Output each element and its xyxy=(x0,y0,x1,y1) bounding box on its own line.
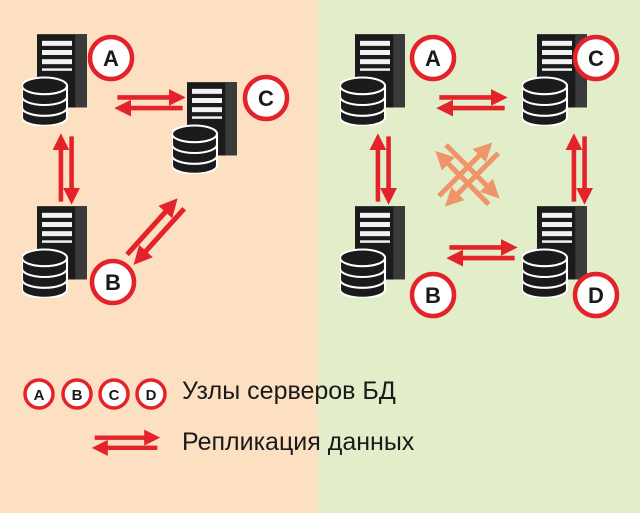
server-node-right-c: C xyxy=(522,34,620,126)
server-node-left-c: C xyxy=(172,74,290,174)
svg-text:D: D xyxy=(146,387,157,404)
node-label-left-a: A xyxy=(103,46,119,71)
legend-badges: A B C D xyxy=(23,378,167,410)
legend-badge-c: C xyxy=(98,378,130,410)
node-label-left-b: B xyxy=(105,270,121,295)
legend-badge-b: B xyxy=(61,378,93,410)
node-label-right-d: D xyxy=(588,283,604,308)
svg-text:C: C xyxy=(109,387,120,404)
server-node-right-d: D xyxy=(522,206,620,319)
legend-badge-d: D xyxy=(135,378,167,410)
svg-text:A: A xyxy=(34,387,45,404)
legend-replication-label: Репликация данных xyxy=(182,428,415,456)
legend-nodes-label: Узлы серверов БД xyxy=(182,377,396,405)
server-node-left-b: B xyxy=(22,206,137,306)
node-label-right-b: B xyxy=(425,283,441,308)
server-node-left-a: A xyxy=(22,34,135,126)
node-label-left-c: C xyxy=(258,86,274,111)
node-label-right-c: C xyxy=(588,46,604,71)
svg-text:B: B xyxy=(72,387,83,404)
server-node-right-a: A xyxy=(340,34,457,126)
legend-badge-a: A xyxy=(23,378,55,410)
server-node-right-b: B xyxy=(340,206,457,319)
node-label-right-a: A xyxy=(425,46,441,71)
